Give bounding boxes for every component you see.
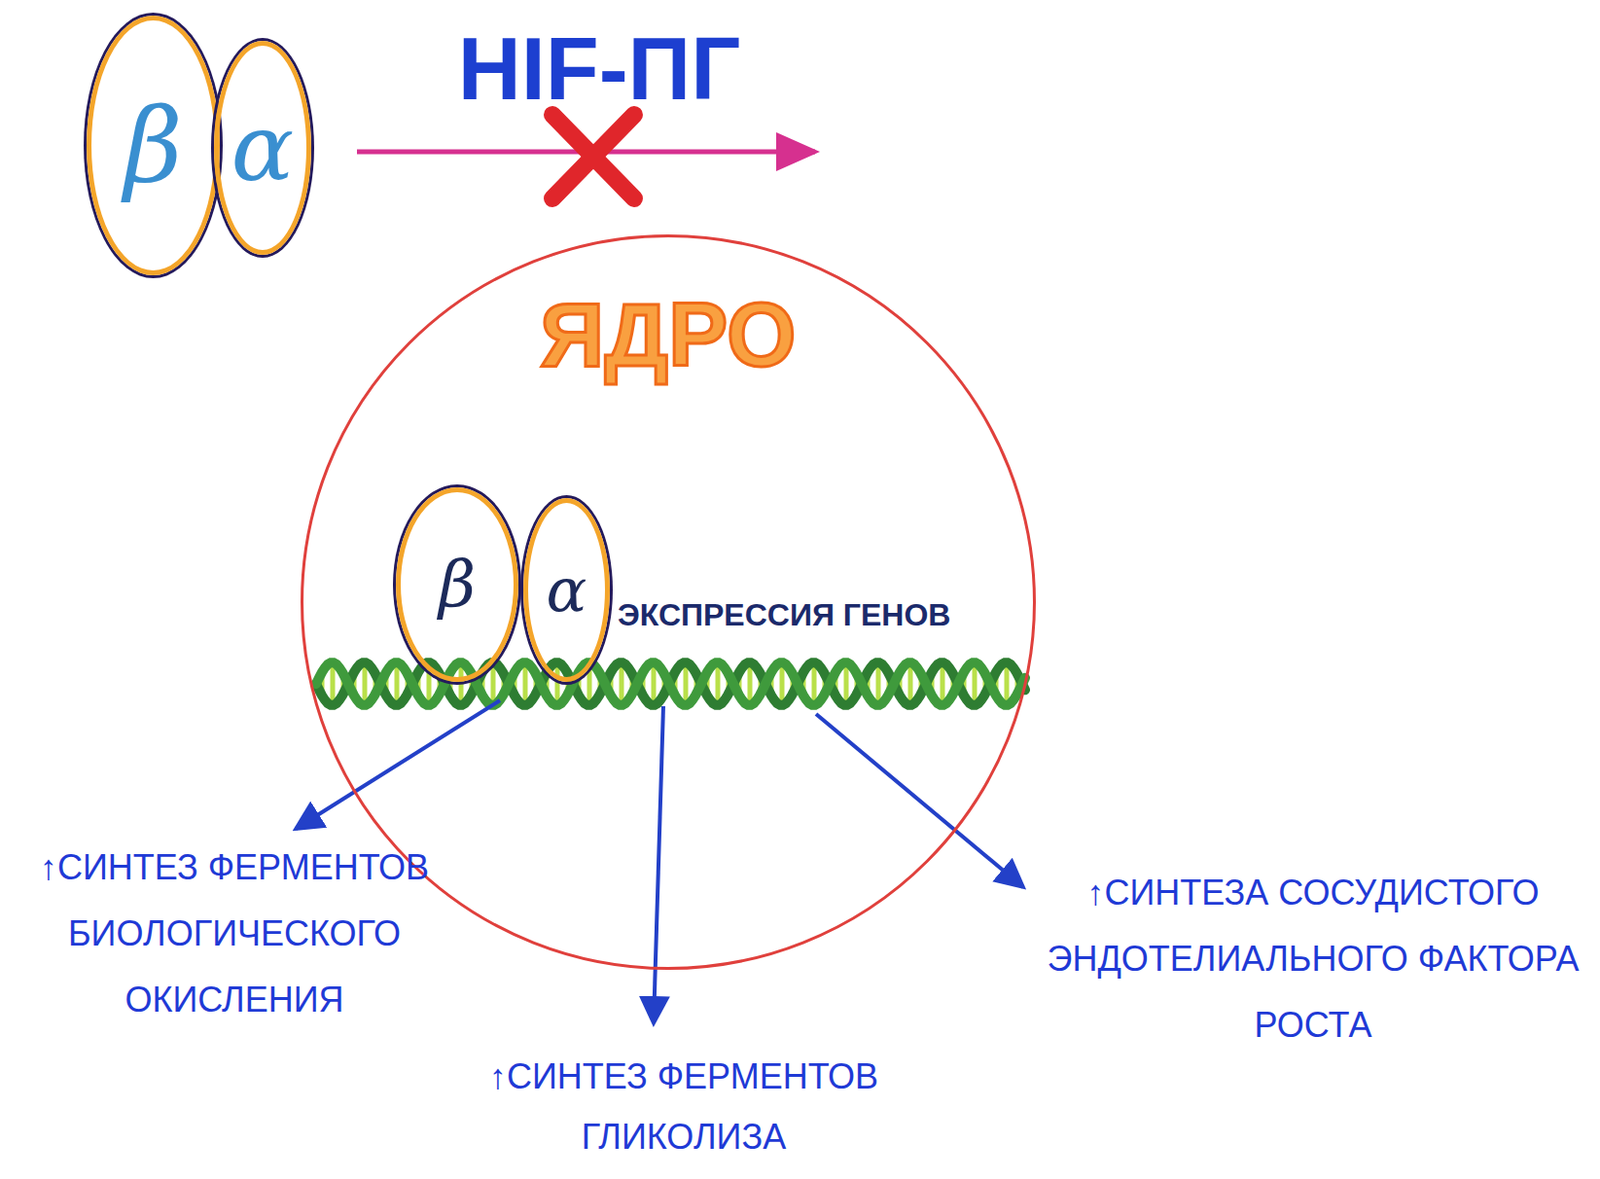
subunit-letter: α <box>231 101 295 195</box>
effect-arrow <box>295 700 500 829</box>
block-cross <box>552 114 635 199</box>
alpha-subunit: α <box>213 40 312 255</box>
subunit-letter: β <box>438 552 476 617</box>
effect-arrow <box>816 713 1024 888</box>
title: HIF-ПГ <box>394 25 804 113</box>
alpha-subunit: α <box>523 497 610 682</box>
beta-subunit: β <box>395 487 519 682</box>
nucleus-label: ЯДРО <box>303 289 1033 380</box>
process-label: ЭКСПРЕССИЯ ГЕНОВ <box>617 595 1046 635</box>
subunit-letter: α <box>546 560 588 621</box>
dna-helix <box>316 662 1026 706</box>
effect-label: ↑СИНТЕЗ ФЕРМЕНТОВ БИОЛОГИЧЕСКОГО ОКИСЛЕН… <box>5 834 463 1033</box>
effect-label: ↑СИНТЕЗ ФЕРМЕНТОВ ГЛИКОЛИЗА <box>455 1046 913 1168</box>
subunit-letter: β <box>123 95 182 197</box>
beta-subunit: β <box>86 15 220 276</box>
effect-label: ↑СИНТЕЗА СОСУДИСТОГО ЭНДОТЕЛИАЛЬНОГО ФАК… <box>1040 859 1586 1059</box>
effect-arrow <box>653 706 664 1024</box>
